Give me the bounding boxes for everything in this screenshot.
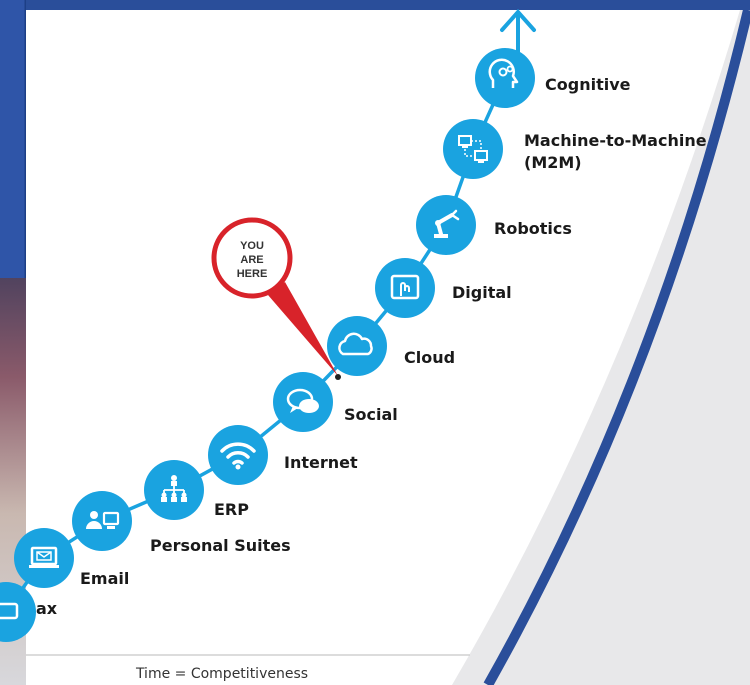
up-arrow-icon (500, 8, 536, 58)
stage-circle (208, 425, 268, 485)
laptop-email-icon (29, 546, 59, 568)
stage-label: Cloud (404, 348, 455, 367)
stage-label-sub: (M2M) (524, 153, 582, 172)
stage-circle (443, 119, 503, 179)
callout-line: YOU (240, 240, 264, 252)
stage-node: Social (273, 372, 398, 432)
stage-circle (416, 195, 476, 255)
stage-label: Robotics (494, 219, 572, 238)
you-are-here-callout: YOU ARE HERE (211, 217, 341, 380)
stage-label: ax (36, 599, 58, 618)
m2m-network-icon (458, 135, 488, 163)
brain-gears-icon (488, 58, 519, 88)
fax-icon (0, 602, 19, 620)
stage-node: Email (14, 528, 129, 588)
blue-title-panel (0, 0, 26, 278)
top-border (26, 0, 750, 10)
person-computer-icon (86, 511, 120, 529)
footer-caption: Time = Competitiveness (135, 666, 308, 682)
org-chart-icon (161, 475, 187, 502)
stage-node: Digital (375, 258, 512, 318)
stage-node: Machine-to-Machine (M2M) (443, 119, 707, 179)
stage-node: ERP (144, 460, 249, 520)
stage-circle (475, 48, 535, 108)
stage-node: Robotics (416, 195, 572, 255)
callout-line: HERE (237, 268, 268, 280)
stage-node: Personal Suites (72, 491, 291, 555)
stage-node: Cloud (327, 316, 455, 376)
stage-node: Internet (208, 425, 358, 485)
stage-label: Cognitive (545, 75, 631, 94)
callout-line: ARE (240, 254, 263, 266)
stage-label: Internet (284, 453, 358, 472)
stage-circle (14, 528, 74, 588)
stage-label: Digital (452, 283, 512, 302)
robot-arm-icon (434, 209, 460, 238)
cloud-icon (338, 332, 373, 356)
stage-label: ERP (214, 500, 249, 519)
wifi-icon (220, 442, 256, 470)
stage-label: Social (344, 405, 398, 424)
stage-node: Cognitive (475, 48, 631, 108)
stage-label: Machine-to-Machine (524, 131, 707, 150)
stage-label: Personal Suites (150, 536, 291, 555)
chat-bubbles-icon (286, 388, 319, 413)
stage-node: ax (0, 582, 58, 642)
stage-label: Email (80, 569, 129, 588)
stage-circle (327, 316, 387, 376)
curved-border (483, 8, 750, 685)
touch-tablet-icon (390, 274, 420, 300)
stage-circle (72, 491, 132, 551)
